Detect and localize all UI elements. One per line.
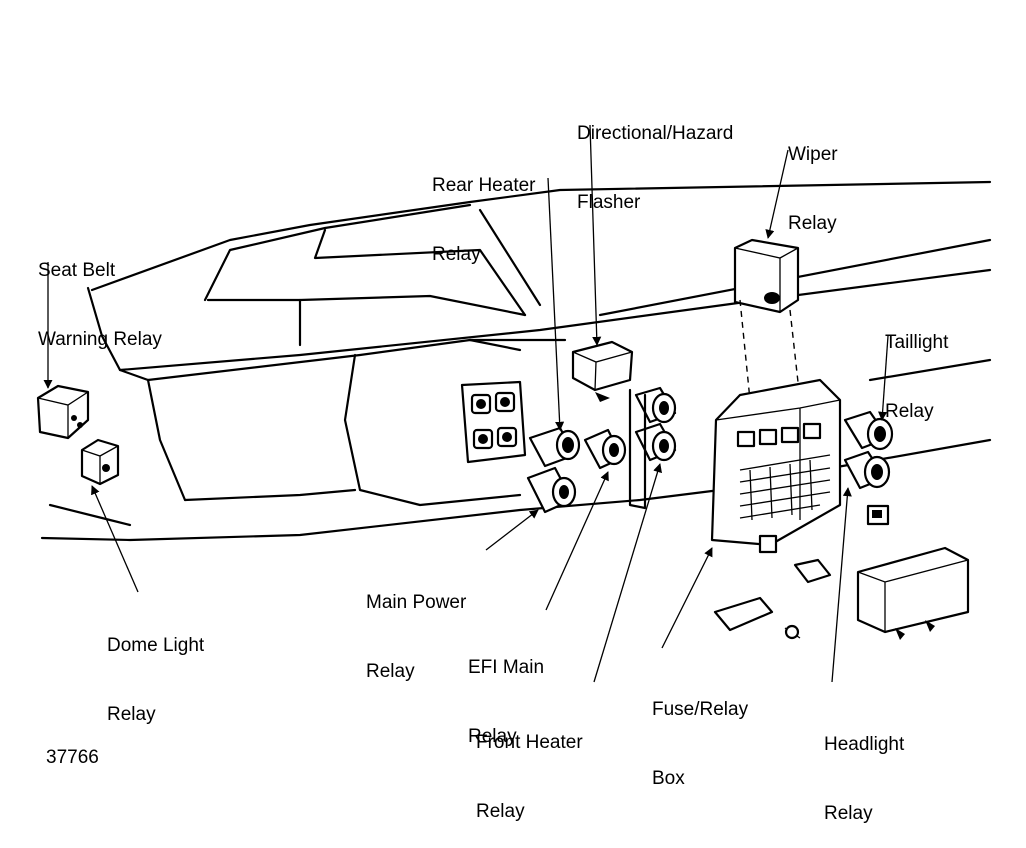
- rear-heater-relay-body: [528, 426, 581, 468]
- upper-heater-relay-body: [634, 386, 677, 424]
- label-line: Relay: [788, 213, 837, 234]
- label-line: Relay: [476, 801, 525, 822]
- label-line: Warning Relay: [38, 329, 162, 350]
- label-line: Relay: [432, 244, 481, 265]
- flasher-body: [571, 340, 634, 402]
- efi-main-relay-label: EFI Main Relay: [468, 610, 544, 771]
- front-heater-relay-body: [634, 422, 677, 462]
- main-power-relay-body: [526, 466, 577, 514]
- taillight-relay-body: [843, 410, 894, 451]
- label-line: Dome Light: [107, 635, 205, 656]
- dome-light-relay: [80, 438, 120, 486]
- rear-heater-relay-label: Rear Heater Relay: [432, 128, 536, 289]
- front-heater-relay-label: Front Heater Relay: [476, 685, 583, 846]
- label-line: Fuse/Relay: [652, 699, 749, 720]
- fuse-relay-box: [710, 378, 842, 554]
- label-line: Directional/Hazard: [577, 123, 734, 144]
- taillight-relay-label: Taillight Relay: [885, 285, 948, 446]
- label-line: Flasher: [577, 192, 641, 213]
- label-line: Rear Heater: [432, 175, 536, 196]
- efi-main-relay-body: [583, 428, 627, 470]
- label-line: Box: [652, 768, 685, 789]
- wiper-relay-label: Wiper Relay: [788, 97, 838, 258]
- loose-parts: [713, 546, 970, 640]
- label-line: Headlight: [824, 734, 905, 755]
- main-power-relay-label: Main Power Relay: [366, 545, 466, 706]
- right-side-relays: [843, 410, 894, 526]
- label-line: Relay: [824, 803, 873, 824]
- figure-number: 37766: [46, 747, 99, 768]
- label-line: Relay: [468, 726, 517, 747]
- dome-light-relay-label: Dome Light Relay: [107, 588, 204, 749]
- flasher-label: Directional/Hazard Flasher: [577, 76, 733, 237]
- label-line: EFI Main: [468, 657, 545, 678]
- label-line: Relay: [107, 704, 156, 725]
- label-line: Taillight: [885, 332, 949, 353]
- label-line: Relay: [885, 401, 934, 422]
- label-line: Relay: [366, 661, 415, 682]
- fuse-relay-box-label: Fuse/Relay Box: [652, 652, 748, 813]
- leader-lines: [43, 124, 889, 683]
- seat-belt-warning-relay-label: Seat Belt Warning Relay: [38, 213, 162, 374]
- connector-block: [460, 380, 527, 464]
- seat-belt-warning-relay: [36, 384, 90, 440]
- round-relays-center: [526, 340, 677, 514]
- label-line: Front Heater: [476, 732, 583, 753]
- label-line: Seat Belt: [38, 260, 116, 281]
- headlight-relay-body: [843, 450, 891, 490]
- label-line: Wiper: [788, 144, 838, 165]
- headlight-relay-label: Headlight Relay: [824, 687, 904, 848]
- label-line: Main Power: [366, 592, 467, 613]
